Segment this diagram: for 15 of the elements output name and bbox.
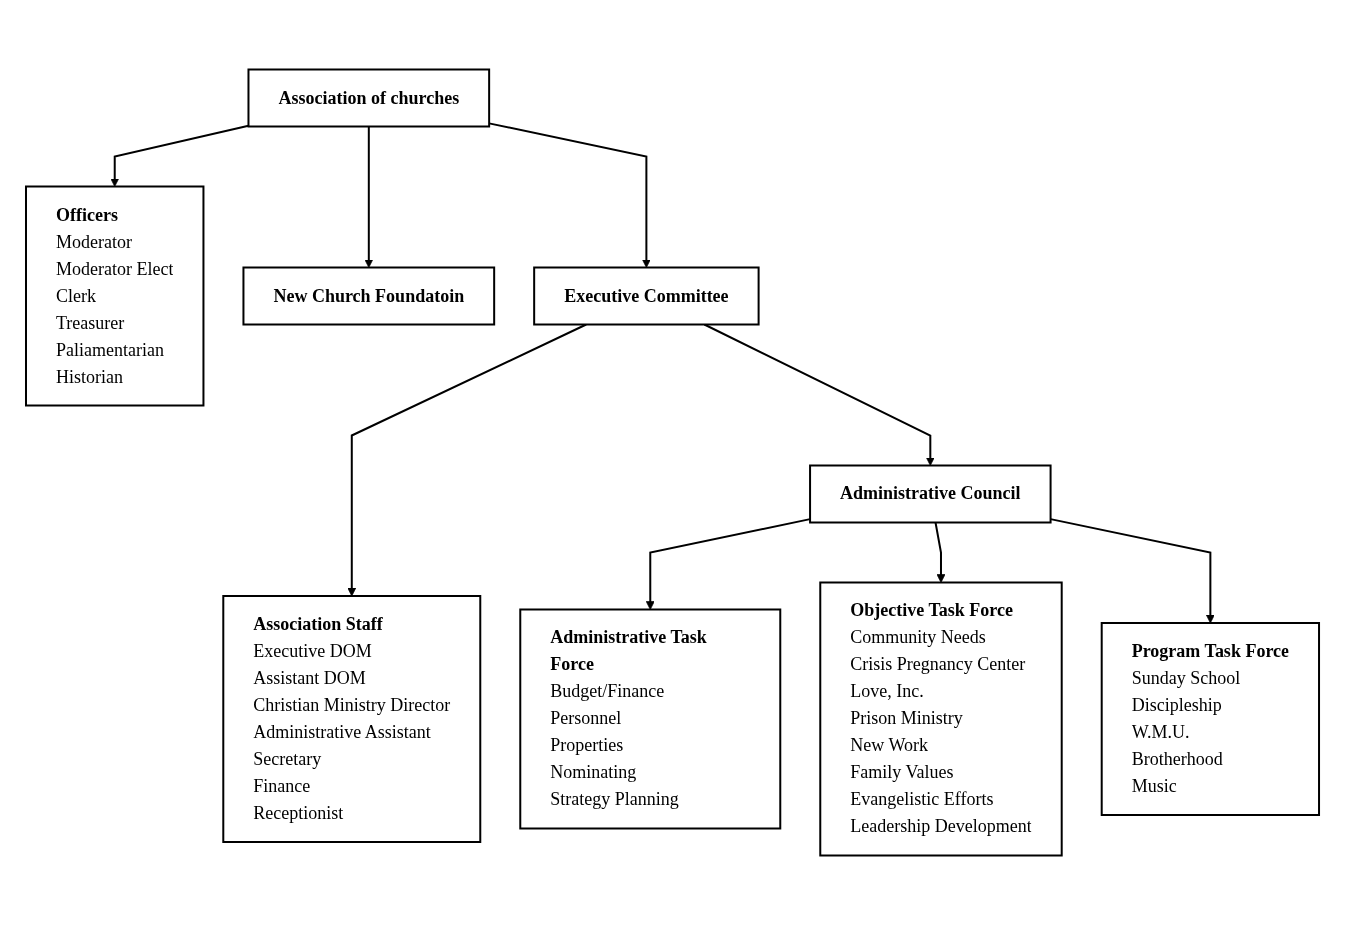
arrow [1050, 518, 1216, 624]
arrow [488, 122, 652, 268]
node-box: New Church Foundatoin [242, 266, 496, 326]
node-box: Association of churches [247, 68, 491, 128]
node-box: Objective Task Force Community Needs Crisis Pregnancy Center Love, Inc. Prison Ministry New Work Family Values Evangelistic Efforts Leadership Development [819, 581, 1064, 857]
node-box: Executive Committee [533, 266, 761, 326]
node-box: Program Task Force Sunday School Discipleship W.M.U. Brotherhood Music [1101, 622, 1321, 816]
arrow [110, 124, 250, 187]
node-box: Association Staff Executive DOM Assistant DOM Christian Ministry Director Administrative Assistant Secretary Finance Receptionist [222, 595, 482, 843]
node-box: Administrative Council [809, 464, 1053, 524]
node-box: Officers Moderator Moderator Elect Clerk Treasurer Paliamentarian Historian [25, 185, 205, 407]
arrow [364, 125, 374, 268]
arrow [703, 323, 936, 466]
arrow [935, 521, 946, 583]
node-box: Administrative Task Force Budget/Finance Personnel Properties Nominating Strategy Planning [519, 608, 782, 830]
